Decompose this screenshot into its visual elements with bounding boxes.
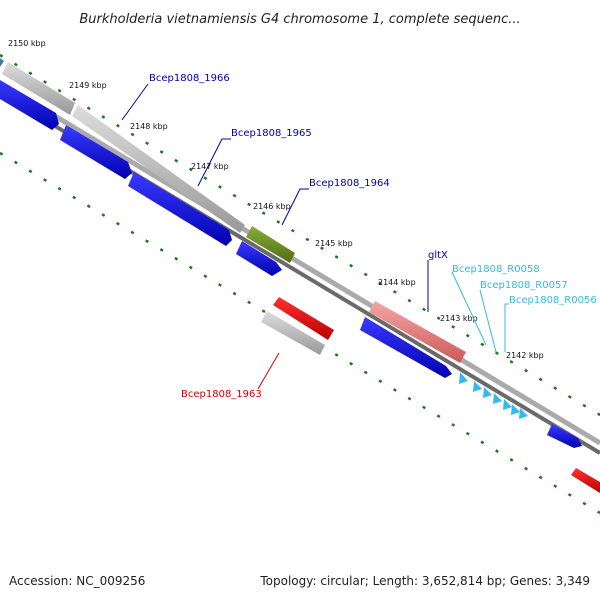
gene-feature[interactable] xyxy=(0,58,4,67)
trna-marker[interactable] xyxy=(503,399,512,410)
tick-label: 2147 kbp xyxy=(191,162,229,171)
leader-line xyxy=(504,303,509,352)
gene-feature[interactable] xyxy=(236,241,282,276)
trna-marker[interactable] xyxy=(459,372,468,384)
gene-feature[interactable] xyxy=(261,311,325,355)
genome-summary-text: Topology: circular; Length: 3,652,814 bp… xyxy=(260,574,590,588)
gene-labels: Bcep1808_1966 Bcep1808_1965 Bcep1808_196… xyxy=(149,73,597,400)
gene-feature[interactable] xyxy=(60,125,132,179)
accession-text: Accession: NC_009256 xyxy=(9,574,146,588)
gene-feature[interactable] xyxy=(547,424,582,448)
outer-ring-genes xyxy=(261,297,600,493)
forward-strand-genes xyxy=(0,58,466,363)
tick-label: 2143 kbp xyxy=(440,314,478,323)
gene-feature[interactable] xyxy=(72,105,245,233)
tick-label: 2142 kbp xyxy=(506,351,544,360)
gene-feature[interactable] xyxy=(369,301,466,363)
leader-line xyxy=(451,271,487,346)
gene-label[interactable]: Bcep1808_R0057 xyxy=(480,280,568,291)
trna-features xyxy=(459,372,528,419)
trna-marker[interactable] xyxy=(511,404,520,415)
gene-feature[interactable] xyxy=(2,62,75,115)
gene-label[interactable]: Bcep1808_1963 xyxy=(181,389,262,400)
map-title: Burkholderia vietnamiensis G4 chromosome… xyxy=(79,12,520,27)
gene-label[interactable]: Bcep1808_R0058 xyxy=(452,264,540,275)
tick-label: 2148 kbp xyxy=(130,122,168,131)
leader-line xyxy=(257,352,280,390)
tick-labels: 2150 kbp 2149 kbp 2148 kbp 2147 kbp 2146… xyxy=(8,39,544,360)
gene-feature[interactable] xyxy=(273,297,334,340)
gene-feature[interactable] xyxy=(246,226,295,263)
label-leaders xyxy=(121,83,509,390)
reverse-strand-genes xyxy=(0,80,582,448)
tick-label: 2149 kbp xyxy=(69,81,107,90)
gene-label[interactable]: Bcep1808_1965 xyxy=(231,128,312,139)
tick-label: 2144 kbp xyxy=(378,278,416,287)
tick-label: 2150 kbp xyxy=(8,39,46,48)
gene-feature[interactable] xyxy=(360,317,452,378)
trna-marker[interactable] xyxy=(493,393,502,404)
leader-line xyxy=(281,188,309,226)
gene-label[interactable]: gltX xyxy=(428,250,448,261)
leader-line xyxy=(121,83,149,121)
gene-label[interactable]: Bcep1808_1964 xyxy=(309,178,390,189)
gene-feature[interactable] xyxy=(0,80,59,130)
trna-marker[interactable] xyxy=(473,381,482,392)
gene-feature[interactable] xyxy=(571,468,600,493)
leader-line xyxy=(479,289,497,353)
trna-marker[interactable] xyxy=(519,408,528,419)
leader-line xyxy=(197,138,231,187)
gene-feature[interactable] xyxy=(128,172,232,246)
trna-marker[interactable] xyxy=(483,387,492,398)
gene-label[interactable]: Bcep1808_1966 xyxy=(149,73,230,84)
tick-label: 2145 kbp xyxy=(315,239,353,248)
gene-label[interactable]: Bcep1808_R0056 xyxy=(509,295,597,306)
tick-label: 2146 kbp xyxy=(253,202,291,211)
